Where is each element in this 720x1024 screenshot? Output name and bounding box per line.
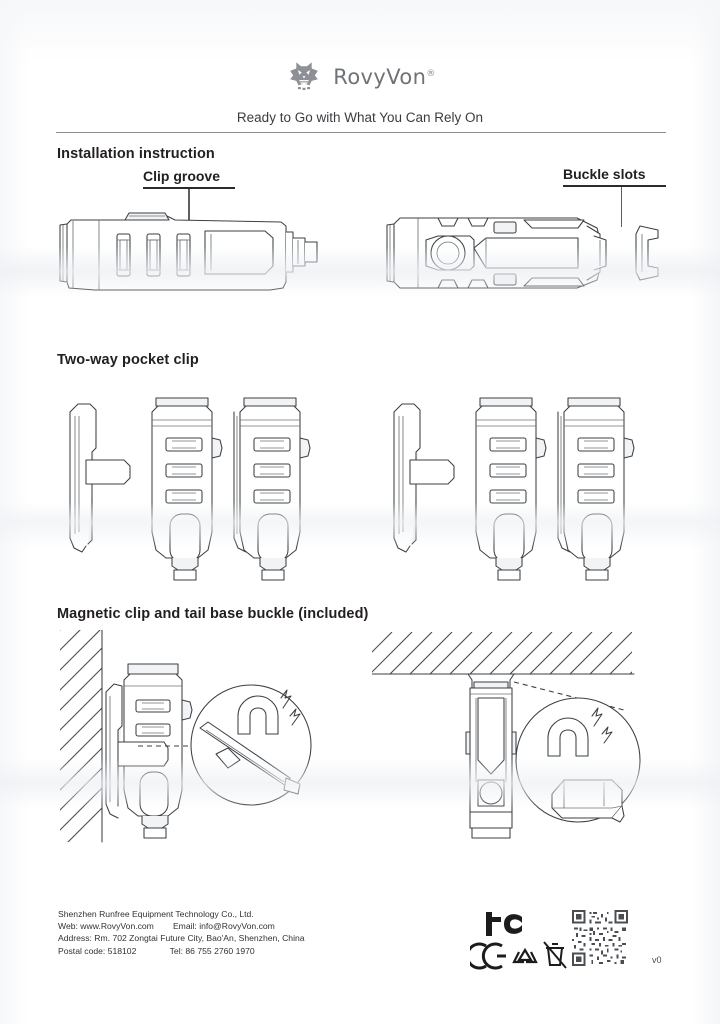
section-heading-magnetic: Magnetic clip and tail base buckle (incl…: [57, 606, 369, 622]
figure-flashlight-clip-forward: [151, 397, 223, 581]
wolf-head-logo-icon: [290, 62, 319, 91]
ceiling-hatching: [372, 632, 632, 674]
qr-code-icon: [572, 910, 628, 966]
recycle-icon: [512, 947, 538, 964]
weee-bin-icon: [543, 941, 567, 969]
figure-pocket-clip-detached-forward: [69, 403, 131, 553]
figure-magnetic-clip-detail-circle: [190, 684, 312, 806]
version-label: v0: [652, 955, 662, 965]
registered-mark: ®: [426, 69, 436, 79]
figure-flashlight-clip-attached-forward: [233, 397, 311, 581]
footer-postal-tel: Postal code: 518102 Tel: 86 755 2760 197…: [58, 945, 255, 956]
footer-contact: Shenzhen Runfree Equipment Technology Co…: [58, 908, 305, 957]
footer-address: Address: Rm. 702 Zongtai Future City, Ba…: [58, 933, 305, 944]
figure-pocket-clip-forward-pair: [69, 397, 223, 581]
figure-flashlight-top-view-buckle-slots: [386, 217, 659, 289]
certification-marks: [470, 912, 567, 970]
figure-pocket-clip-detached-reverse: [393, 403, 455, 553]
callout-clip-groove-label: Clip groove: [143, 168, 221, 184]
footer-company: Shenzhen Runfree Equipment Technology Co…: [58, 909, 254, 919]
figure-detached-buckle-bracket: [635, 225, 659, 281]
brand-name: RovyVon®: [333, 65, 436, 89]
figure-flashlight-clip-reverse: [475, 397, 547, 581]
section-heading-installation: Installation instruction: [57, 146, 215, 162]
figure-flashlight-clip-attached-reverse: [557, 397, 635, 581]
ce-icon: [470, 942, 506, 970]
figure-flashlight-side-view-clip-grooves: [59, 212, 318, 291]
header-divider: [56, 132, 666, 134]
callout-underline: [563, 185, 666, 187]
figure-pocket-clip-reverse-pair: [393, 397, 547, 581]
brand-header: RovyVon®: [0, 60, 720, 94]
figure-tail-base-buckle-detail-circle: [515, 697, 641, 823]
fcc-icon: [486, 912, 522, 936]
callout-buckle-slots-label: Buckle slots: [563, 166, 646, 182]
tagline: Ready to Go with What You Can Rely On: [236, 110, 484, 125]
section-heading-pocket-clip: Two-way pocket clip: [57, 352, 199, 368]
footer-web-email: Web: www.RovyVon.com Email: info@RovyVon…: [58, 921, 275, 932]
